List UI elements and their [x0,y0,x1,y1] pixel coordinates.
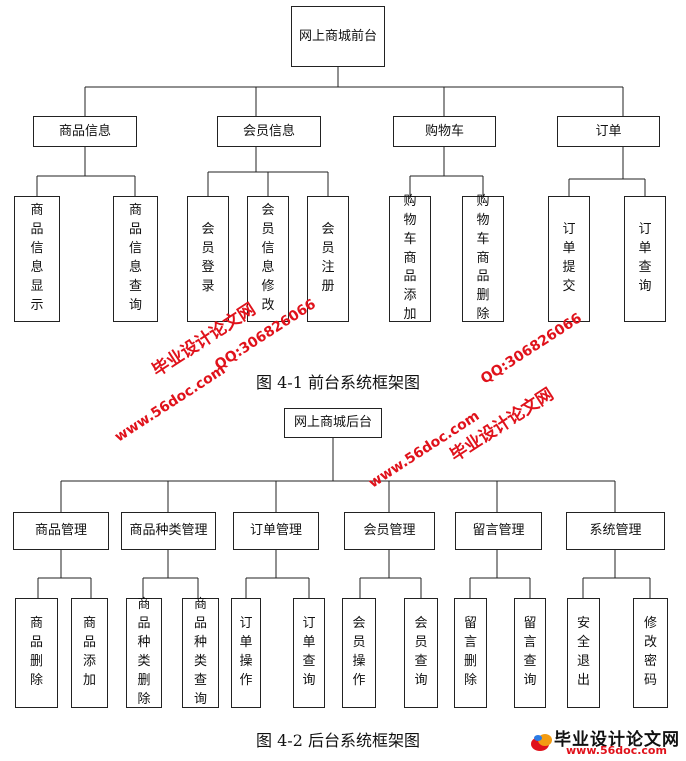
back-leaf-order-operate: 订单操作 [231,598,261,708]
back-leaf-member-query: 会员查询 [404,598,438,708]
front-module-product-info: 商品信息 [33,116,137,147]
front-module-order: 订单 [557,116,660,147]
front-caption: 图 4-1 前台系统框架图 [256,373,420,392]
back-leaf-member-operate: 会员操作 [342,598,376,708]
back-root-node: 网上商城后台 [284,408,382,438]
front-leaf-order-submit: 订单提交 [548,196,590,322]
front-leaf-order-query: 订单查询 [624,196,666,322]
logo-url: www.56doc.com [566,744,667,757]
back-leaf-product-delete: 商品删除 [15,598,58,708]
logo-leaf-icon [531,734,552,751]
back-leaf-category-query: 商品种类查询 [182,597,219,708]
front-leaf-member-register: 会员注册 [307,196,349,322]
logo-title: 毕业设计论文网 [554,730,680,750]
front-leaf-member-modify: 会员信息修改 [247,196,289,322]
front-root-node: 网上商城前台 [291,6,385,67]
back-module-system-mgmt: 系统管理 [566,512,665,550]
front-leaf-cart-add: 购物车商品添加 [389,194,431,322]
front-module-cart: 购物车 [393,116,496,147]
back-leaf-product-add: 商品添加 [71,598,108,708]
back-leaf-safe-exit: 安全退出 [567,598,600,708]
back-module-category-mgmt: 商品种类管理 [121,512,216,550]
front-leaf-product-query: 商品信息查询 [113,196,158,322]
site-logo: 毕业设计论文网 www.56doc.com [528,724,684,758]
front-module-member-info: 会员信息 [217,116,321,147]
back-leaf-message-delete: 留言删除 [454,598,487,708]
front-leaf-product-display: 商品信息显示 [14,196,60,322]
back-module-order-mgmt: 订单管理 [233,512,319,550]
back-leaf-category-delete: 商品种类删除 [126,597,162,708]
back-module-product-mgmt: 商品管理 [13,512,109,550]
back-module-member-mgmt: 会员管理 [344,512,435,550]
front-leaf-member-login: 会员登录 [187,196,229,322]
back-leaf-message-query: 留言查询 [514,598,546,708]
back-leaf-change-password: 修改密码 [633,598,668,708]
front-leaf-cart-delete: 购物车商品删除 [462,194,504,322]
back-module-message-mgmt: 留言管理 [455,512,542,550]
back-leaf-order-query: 订单查询 [293,598,325,708]
back-caption: 图 4-2 后台系统框架图 [256,731,420,750]
